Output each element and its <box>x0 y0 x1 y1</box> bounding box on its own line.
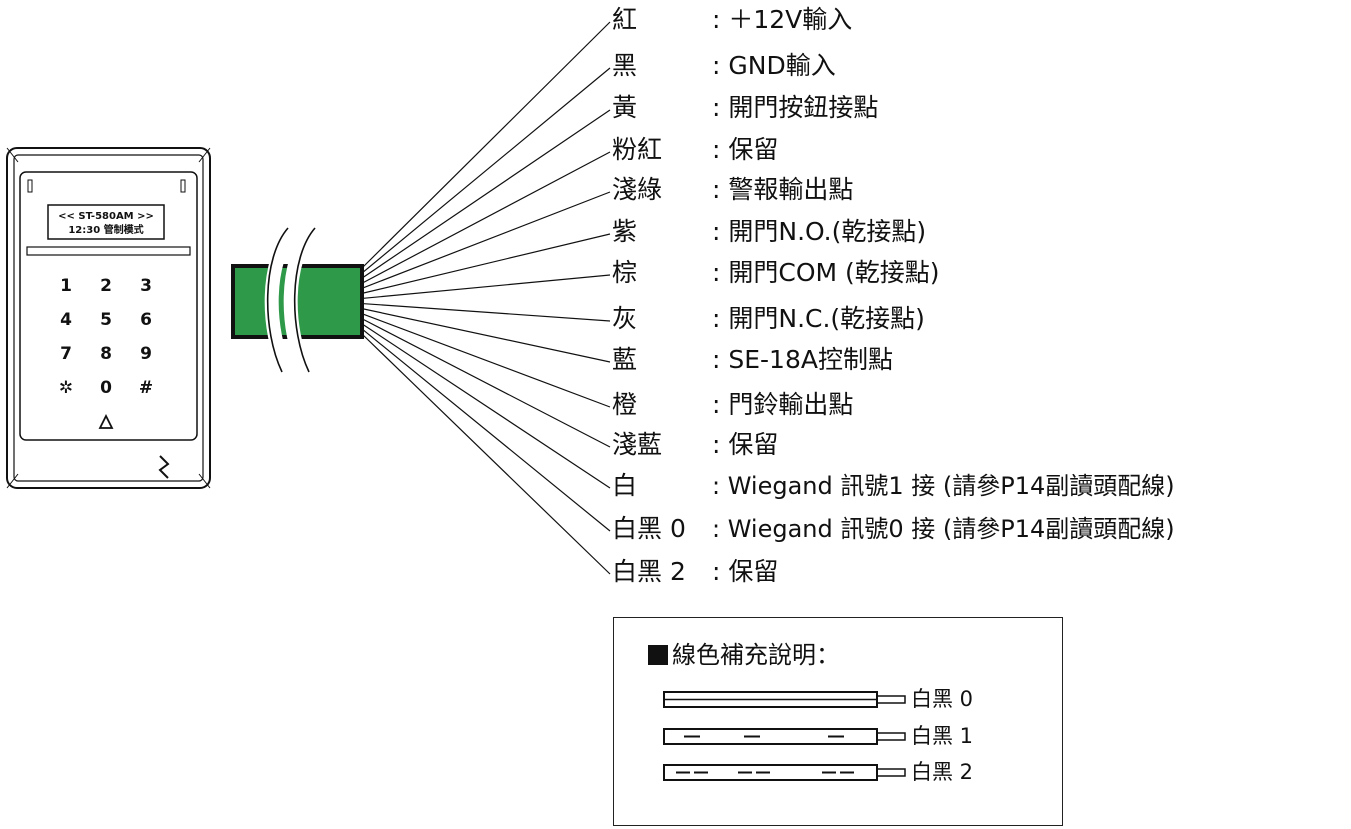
wire-fan <box>361 21 611 575</box>
card-slot <box>26 246 191 256</box>
wire-line <box>361 328 611 532</box>
lcd-line-1: << ST-580AM >> <box>58 211 154 222</box>
wire-color-label: 白黑 2 <box>612 557 686 586</box>
key-2: 2 <box>100 276 112 296</box>
key-hash: # <box>139 378 153 398</box>
wire-color-label: 橙 <box>612 390 638 419</box>
wire-desc-label: : Wiegand 訊號1 接 (請參P14副讀頭配線) <box>712 472 1175 500</box>
wire-line <box>361 274 611 300</box>
signal-icon <box>158 455 170 479</box>
wire-color-label: 粉紅 <box>612 135 663 164</box>
card-reader-device <box>6 147 211 489</box>
wire-desc-label: : 保留 <box>712 135 779 164</box>
legend-wire-1 <box>663 728 906 745</box>
key-9: 9 <box>140 344 152 364</box>
key-1: 1 <box>60 276 72 296</box>
wire-desc-label: : 保留 <box>712 557 779 586</box>
note-title: 線色補充說明： <box>648 640 840 670</box>
legend-label-1: 白黑 1 <box>911 724 974 748</box>
wire-color-label: 淺藍 <box>612 430 663 459</box>
wire-line <box>361 191 611 289</box>
wire-line <box>361 67 611 274</box>
lcd-screen <box>47 204 165 240</box>
wire-desc-label: : 開門按鈕接點 <box>712 93 879 122</box>
wire-line <box>361 318 611 448</box>
key-5: 5 <box>100 310 112 330</box>
wire-color-label: 淺綠 <box>612 175 663 204</box>
wire-desc-label: : Wiegand 訊號0 接 (請參P14副讀頭配線) <box>712 515 1175 543</box>
wire-color-label: 灰 <box>612 304 638 333</box>
wire-color-label: 藍 <box>612 345 638 374</box>
wire-desc-label: : ＋12V輸入 <box>712 5 853 34</box>
led-left <box>27 179 33 193</box>
led-right <box>180 179 186 193</box>
wire-color-label: 黑 <box>612 51 638 80</box>
key-7: 7 <box>60 344 72 364</box>
wire-desc-label: : GND輸入 <box>712 51 836 80</box>
wire-desc-label: : 警報輸出點 <box>712 175 854 204</box>
wire-line <box>361 302 611 322</box>
legend-label-0: 白黑 0 <box>911 687 974 711</box>
wire-line <box>361 333 611 575</box>
keypad: 1 2 3 4 5 6 7 8 9 ✲ 0 # <box>59 276 153 398</box>
wire-desc-label: : 開門N.O.(乾接點) <box>712 217 927 246</box>
wire-desc-label: : SE-18A控制點 <box>712 345 893 374</box>
key-0: 0 <box>100 378 112 398</box>
wire-line <box>361 323 611 489</box>
wire-line <box>361 21 611 269</box>
wire-color-label: 黃 <box>612 93 638 122</box>
wire-line <box>361 313 611 408</box>
wire-color-label: 紅 <box>612 5 638 34</box>
lcd-line-2: 12:30 管制模式 <box>68 223 143 236</box>
note-title-text: 線色補充說明： <box>672 641 840 669</box>
wire-line <box>361 308 611 363</box>
wire-color-label: 紫 <box>612 217 638 246</box>
key-8: 8 <box>100 344 112 364</box>
wire-desc-label: : 開門COM (乾接點) <box>712 258 940 287</box>
key-6: 6 <box>140 310 152 330</box>
wire-color-label: 棕 <box>612 258 638 287</box>
wire-line <box>361 109 611 279</box>
wire-color-label: 白 <box>612 471 638 500</box>
break-mark-left <box>266 227 289 373</box>
legend-label-2: 白黑 2 <box>911 760 974 784</box>
note-box <box>613 617 1063 826</box>
legend-wire-2 <box>663 764 906 781</box>
wire-line <box>361 233 611 294</box>
wire-desc-label: : 保留 <box>712 430 779 459</box>
bell-icon <box>98 413 114 429</box>
wire-desc-label: : 門鈴輸出點 <box>712 390 854 419</box>
black-square-icon <box>648 645 668 665</box>
key-4: 4 <box>60 310 72 330</box>
break-mark-right <box>293 227 316 373</box>
legend-wire-0 <box>663 691 906 708</box>
wire-line <box>361 151 611 284</box>
wire-desc-label: : 開門N.C.(乾接點) <box>712 304 925 333</box>
wire-color-label: 白黑 0 <box>612 514 686 543</box>
key-star: ✲ <box>59 378 73 398</box>
key-3: 3 <box>140 276 152 296</box>
